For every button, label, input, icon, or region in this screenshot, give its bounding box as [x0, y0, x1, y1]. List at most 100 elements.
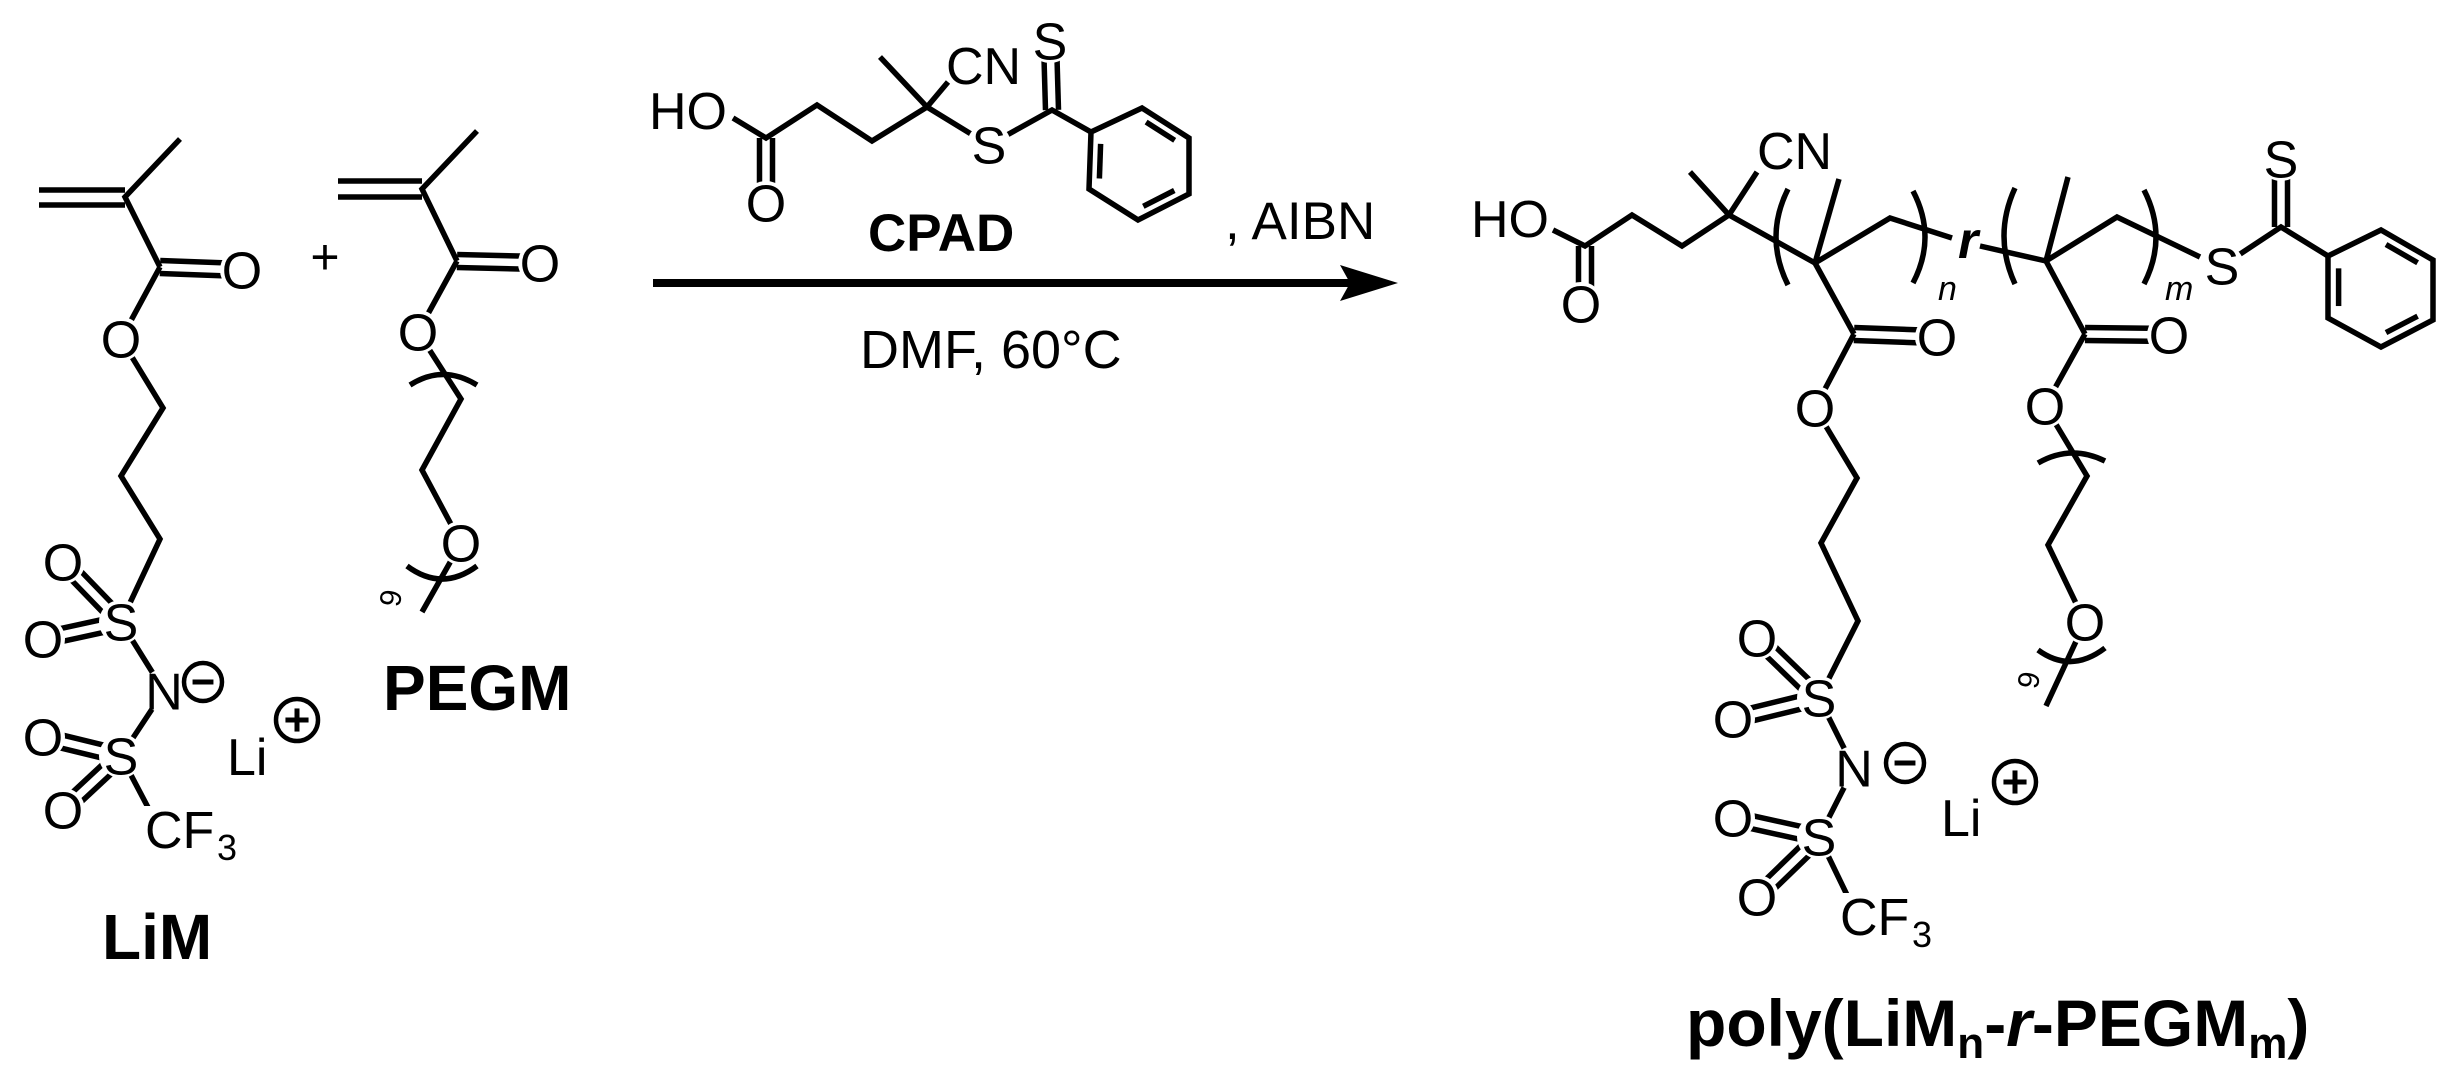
product-dithioester-bonds	[2220, 223, 2330, 269]
lim-ester-oxygen: O	[101, 312, 141, 370]
product-label-sub-n: n	[1957, 1019, 1984, 1068]
product-pegm-ester-oxygen-background	[2023, 384, 2067, 428]
lim-anion-charge-icon	[181, 660, 225, 704]
product-peg-bracket-open	[2036, 450, 2107, 466]
product-sulfonyl-oxygen: O	[1737, 611, 1777, 669]
product-lim-carbonyl-oxygen: O	[1917, 310, 1957, 368]
lim-sulfur-2-background	[99, 734, 143, 778]
product-phenyl-ring	[2325, 226, 2436, 351]
product-sulfur-1-background	[1797, 676, 1841, 720]
atom-label-backgrounds	[21, 19, 2303, 951]
product-pegm-ether-oxygen: O	[2065, 595, 2105, 653]
product-lim-carbonyl-oxygen-background	[1915, 315, 1959, 359]
product-acid-carbonyl-oxygen-background	[1559, 282, 1603, 326]
product-label-sub-m: m	[2248, 1019, 2287, 1068]
product-pegm-methyl-bond	[2043, 176, 2071, 262]
ring-outline	[1086, 104, 1192, 224]
lim-cf3-background	[141, 806, 241, 864]
cpad-hydroxyl: HO	[649, 83, 727, 141]
product-sulfur-1: S	[1802, 671, 1837, 729]
product-cation-charge-icon	[1991, 758, 2039, 806]
cpad-phenyl-ring	[1086, 104, 1192, 224]
product-sulfonyl-oxygen-background	[1711, 697, 1755, 741]
cpad-thione-sulfur: S	[1033, 14, 1068, 72]
product-backbone-n	[1551, 211, 1953, 267]
ring-outline	[2325, 226, 2436, 351]
pegm-repeat-bracket-open	[408, 371, 479, 388]
lim-carbonyl-oxygen-background	[220, 248, 264, 292]
labels: LiM PEGM + CPAD , AIBN DMF, 60°C poly(Li…	[23, 14, 2310, 1068]
lim-cation-charge-icon	[273, 696, 321, 744]
product-lim-methyl-bond	[1812, 178, 1842, 264]
product-pegm-ester-oxygen: O	[2025, 379, 2065, 437]
pegm-methacrylate-bonds	[418, 129, 479, 263]
product-sulfonyl-oxygen: O	[1713, 692, 1753, 750]
product-lim-side-bond	[1812, 261, 1857, 336]
product-cf3: CF	[1840, 889, 1909, 947]
product-hydroxyl: HO	[1471, 191, 1549, 249]
product-label-close: )	[2287, 986, 2309, 1060]
reaction-arrow	[653, 265, 1398, 301]
product-bracket-n-close	[1910, 189, 1928, 285]
ring-inner-double-bond	[1144, 119, 1177, 143]
lim-sulfur-2: S	[104, 729, 139, 787]
lim-sulfur-1: S	[104, 595, 139, 653]
product-sulfonyl-oxygen-background	[1711, 796, 1755, 840]
product-nitrogen-background	[1832, 746, 1876, 790]
lim-nitrogen: N	[145, 664, 183, 722]
lim-sulfonyl-oxygen: O	[23, 710, 63, 768]
product-cf3-subscript: 3	[1912, 914, 1932, 955]
pegm-carbonyl-oxygen: O	[520, 236, 560, 294]
lim-carbonyl-oxygen: O	[222, 243, 262, 301]
product-label-prefix: poly(LiM	[1686, 986, 1957, 1060]
lim-sulfonyl-oxygen-background	[41, 788, 85, 832]
lim-sulfonyl-oxygen-background	[21, 617, 65, 661]
pegm-repeat-bracket-close	[405, 563, 479, 582]
lim-cf3-subscript: 3	[217, 827, 237, 868]
product-label: poly(LiMn-r-PEGMm)	[1686, 986, 2309, 1068]
cpad-thioether-sulfur-background	[967, 123, 1011, 167]
plus-sign: +	[310, 229, 339, 285]
ring-inner-double-bond	[2384, 313, 2419, 336]
product-end-methyl-bond	[1687, 170, 1732, 217]
product-thioether-sulfur: S	[2205, 239, 2240, 297]
product-sulfur-2: S	[1802, 810, 1837, 868]
product-cyano: CN	[1757, 123, 1832, 181]
lim-sulfur-1-background	[99, 600, 143, 644]
lim-methacrylate-bonds	[121, 137, 182, 269]
lim-sulfonyl-oxygen: O	[43, 535, 83, 593]
product-lithium: Li	[1941, 790, 1981, 848]
lim-sulfonyl-oxygen-background	[21, 715, 65, 759]
product-sulfonyl-oxygen-background	[1735, 875, 1779, 919]
cpad-cyano-bond	[924, 80, 951, 109]
cpad-carbonyl-oxygen-background	[744, 181, 788, 225]
product-peg-bracket-close	[2036, 645, 2107, 665]
product-bracket-m-open	[2001, 186, 2018, 286]
product-sulfonyl-oxygen: O	[1737, 870, 1777, 928]
product-pegm-ether-oxygen-background	[2063, 600, 2107, 644]
lim-sulfonyl-oxygen-background	[41, 540, 85, 584]
lim-nitrogen-background	[142, 669, 186, 713]
product-lim-ester-oxygen-background	[1793, 386, 1837, 430]
product-bracket-n-open	[1773, 187, 1791, 287]
pegm-repeat-count: 6	[372, 587, 407, 609]
product-lim-ester-oxygen: O	[1795, 381, 1835, 439]
cpad-cyano: CN	[946, 38, 1021, 96]
product-label-dash: -	[1984, 986, 2006, 1060]
product-repeat-m: m	[2165, 270, 2193, 308]
cpad-thioether-sulfur: S	[972, 118, 1007, 176]
pegm-label: PEGM	[383, 652, 571, 724]
product-sulfonyl-oxygen: O	[1713, 791, 1753, 849]
lim-cf3: CF	[145, 802, 214, 860]
product-random-label: r	[1958, 212, 1981, 270]
pegm-carbonyl-oxygen-background	[518, 241, 562, 285]
ring-inner-double-bond	[1096, 143, 1104, 179]
pegm-ether-oxygen-background	[439, 521, 483, 565]
reaction-arrow-head	[1340, 265, 1398, 301]
lim-ester-oxygen-background	[99, 317, 143, 361]
product-acid-carbonyl-oxygen: O	[1561, 277, 1601, 335]
cpad-methyl-bond	[877, 55, 930, 109]
initiator-label: , AIBN	[1225, 192, 1375, 251]
lim-label: LiM	[102, 901, 212, 973]
